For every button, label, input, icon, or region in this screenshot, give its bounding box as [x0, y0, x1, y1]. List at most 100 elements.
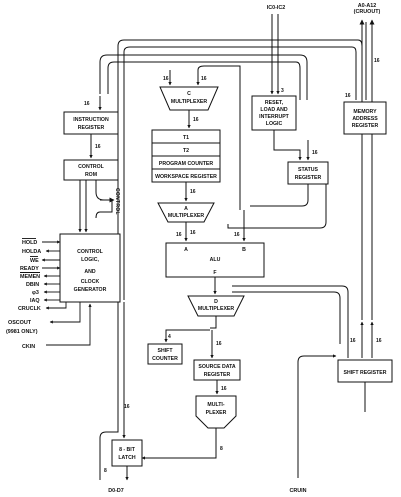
alu-out-f: F — [213, 270, 216, 276]
bottom-mux-to-latch — [141, 428, 217, 460]
data-in-bus — [99, 302, 119, 480]
c-mux-in-right-width: 16 — [201, 76, 207, 82]
oscout-line — [49, 302, 81, 324]
shift-counter-l2: COUNTER — [152, 356, 178, 362]
instruction-register-l1: INSTRUCTION — [73, 117, 109, 123]
c-mux-out-width: 16 — [193, 117, 199, 123]
status-register-l1: STATUS — [298, 167, 319, 173]
ckin-line — [46, 303, 92, 346]
status-in-width: 16 — [312, 150, 318, 156]
a-multiplexer — [157, 202, 215, 223]
reset-in-width: 3 — [281, 88, 284, 94]
alu-name: ALU — [210, 257, 221, 263]
d-mux-name: MULTIPLEXER — [198, 306, 234, 312]
alu-in-a: A — [184, 247, 188, 253]
data-bus-label: D0-D7 — [108, 488, 124, 494]
data-bus-16-width: 16 — [124, 404, 130, 410]
alu-block — [165, 242, 265, 278]
mar-l1: MEMORY — [353, 109, 377, 115]
cruin-label: CRUIN — [289, 488, 306, 494]
control-rom-l1: CONTROL — [78, 164, 104, 170]
sdr-out-width: 16 — [221, 386, 227, 392]
c-mux-letter: C — [187, 91, 191, 97]
top-loop-bus-2 — [107, 61, 301, 100]
memory-address-register — [343, 101, 387, 135]
shift-reg-width-left: 16 — [350, 338, 356, 344]
right-mid-bus-2 — [232, 291, 341, 344]
right-mid-bus — [232, 285, 349, 358]
regstack-out-width: 16 — [190, 189, 196, 195]
register-t1: T1 — [183, 135, 189, 141]
alu-in-b: B — [242, 247, 246, 253]
shift-register-label: SHIFT REGISTER — [344, 370, 387, 376]
reset-logic-l4: LOGIC — [266, 121, 283, 127]
control-rom — [63, 159, 119, 181]
register-t2: T2 — [183, 148, 189, 154]
c-mux-feed-right — [197, 65, 241, 210]
reset-logic-l2: LOAD AND — [260, 107, 287, 113]
shift-counter-width: 4 — [168, 334, 171, 340]
sdr-in-width: 16 — [216, 341, 222, 347]
d-mux-letter: D — [214, 299, 218, 305]
d-multiplexer — [187, 295, 245, 317]
sdr-l2: REGISTER — [204, 372, 231, 378]
top-loop-bus-outer — [117, 39, 363, 300]
reset-logic-l3: INTERRUPT — [259, 114, 290, 120]
address-bus-sublabel: (CRUOUT) — [354, 9, 381, 15]
pin-group: HOLD HOLDA WE READY MEMEN DBIN φ3 IAQ CR… — [18, 238, 67, 312]
alu-b-width: 16 — [234, 232, 240, 238]
c-mux-in-left-width: 16 — [163, 76, 169, 82]
mar-l2: ADDRESS — [352, 116, 378, 122]
shift-counter — [147, 343, 183, 365]
top-loop-bus-outer-2 — [123, 46, 357, 300]
reset-to-status — [273, 130, 302, 161]
control-feedback — [95, 180, 113, 219]
pin-ready: READY — [20, 266, 39, 272]
ic-bus-label: IC0-IC2 — [267, 5, 286, 11]
instruction-register-l2: REGISTER — [78, 125, 105, 131]
c-multiplexer — [159, 86, 219, 111]
pin-holda: HOLDA — [22, 249, 41, 255]
shift-reg-width-right: 16 — [376, 338, 382, 344]
register-stack: T1 T2 PROGRAM COUNTER WORKSPACE REGISTER — [151, 129, 221, 183]
pin-memen: MEMEN — [20, 274, 40, 280]
pin-phi3: φ3 — [32, 290, 39, 296]
pin-cruclk: CRUCLK — [18, 306, 41, 312]
alu-a-width: 16 — [176, 232, 182, 238]
data-in-width: 8 — [104, 468, 107, 474]
ckin-label: CKIN — [22, 344, 35, 350]
ir-out-width: 16 — [95, 144, 101, 150]
control-rom-l2: ROM — [85, 172, 97, 178]
reset-logic-l1: RESET, — [265, 100, 284, 106]
control-logic-block — [59, 233, 121, 303]
pin-hold: HOLD — [22, 240, 37, 246]
control-logic-l4: CLOCK — [81, 279, 100, 285]
register-program-counter: PROGRAM COUNTER — [159, 161, 213, 167]
d-mux-out — [210, 316, 217, 329]
control-vertical-label: CONTROL — [114, 188, 120, 215]
oscout-sub-label: (9981 ONLY) — [6, 329, 38, 335]
mar-l3: REGISTER — [352, 123, 379, 129]
right-loop-bus — [227, 184, 327, 229]
latch-l1: 8 - BIT — [119, 447, 136, 453]
reset-interrupt-logic — [251, 95, 297, 131]
bottom-mux-l2: PLEXER — [206, 410, 227, 416]
d-mux-to-shift-counter — [164, 329, 210, 343]
pin-dbin: DBIN — [26, 282, 39, 288]
ir-in-width: 16 — [84, 101, 90, 107]
pin-we: WE — [30, 258, 39, 264]
register-workspace: WORKSPACE REGISTER — [155, 174, 217, 180]
mar-in-width: 16 — [345, 93, 351, 99]
c-mux-name: MULTIPLEXER — [171, 99, 207, 105]
control-logic-l2: LOGIC, — [81, 257, 99, 263]
bottom-mux-l1: MULTI- — [207, 402, 224, 408]
a-mux-out-width: 16 — [190, 230, 196, 236]
latch-l2: LATCH — [118, 455, 135, 461]
a-mux-name: MULTIPLEXER — [168, 213, 204, 219]
shift-counter-l1: SHIFT — [158, 348, 174, 354]
oscout-label: OSCOUT — [8, 320, 32, 326]
status-register-l2: REGISTER — [295, 175, 322, 181]
address-bus-label: A0-A12 — [358, 3, 377, 9]
top-loop-bus — [99, 54, 308, 100]
